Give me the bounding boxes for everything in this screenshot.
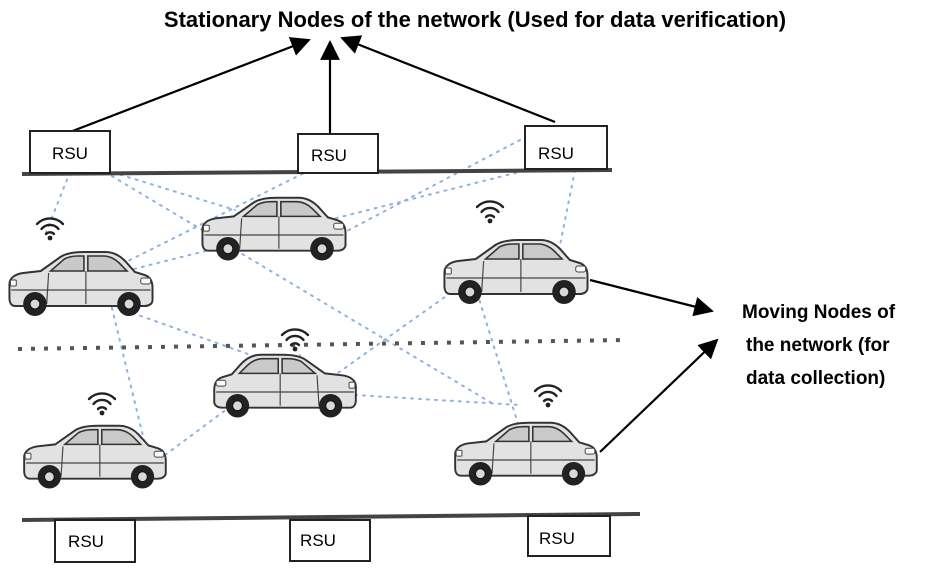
moving-nodes-label-line3: data collection) (746, 368, 885, 389)
wifi-icon (87, 392, 117, 417)
vehicle-4 (213, 328, 357, 419)
car-icon (23, 424, 167, 490)
rsu-top-center: RSU (297, 133, 379, 174)
vehicle-6 (454, 384, 598, 487)
stationary-arrows (69, 35, 556, 134)
rsu-label: RSU (300, 531, 336, 550)
arrow-rsu-right-to-title (340, 35, 556, 124)
rsu-label: RSU (539, 529, 575, 548)
arrow-vehicle3-to-label (589, 278, 714, 317)
car-icon (201, 196, 347, 262)
lane-divider (17, 338, 626, 351)
moving-nodes-label-line1: Moving Nodes of (742, 302, 896, 323)
diagram-title: Stationary Nodes of the network (Used fo… (164, 7, 786, 32)
vehicle-2 (201, 196, 347, 262)
rsu-top-right: RSU (524, 125, 608, 170)
vehicle-5 (23, 392, 167, 490)
wifi-icon (475, 200, 505, 225)
rsu-top-left: RSU (29, 130, 111, 174)
rsu-label: RSU (538, 144, 574, 163)
rsu-label: RSU (68, 532, 104, 551)
moving-arrows (589, 278, 719, 453)
car-icon (8, 251, 154, 317)
car-icon (443, 239, 589, 305)
car-icon (213, 353, 357, 419)
moving-nodes-label: Moving Nodes of the network (for data co… (742, 302, 900, 389)
rsu-label: RSU (311, 146, 347, 165)
wifi-icon (35, 217, 65, 242)
arrow-rsu-left-to-title (69, 37, 311, 134)
rsu-bottom-center: RSU (289, 519, 371, 562)
moving-nodes-label-line2: the network (for (746, 335, 890, 356)
arrow-vehicle6-to-label (599, 338, 719, 453)
rsu-label: RSU (52, 144, 88, 163)
rsu-bottom-right: RSU (527, 515, 611, 557)
wifi-icon (280, 328, 310, 353)
car-icon (454, 421, 598, 487)
wifi-icon (533, 384, 563, 409)
rsu-bottom-left: RSU (54, 519, 136, 563)
vehicle-1 (8, 217, 154, 317)
